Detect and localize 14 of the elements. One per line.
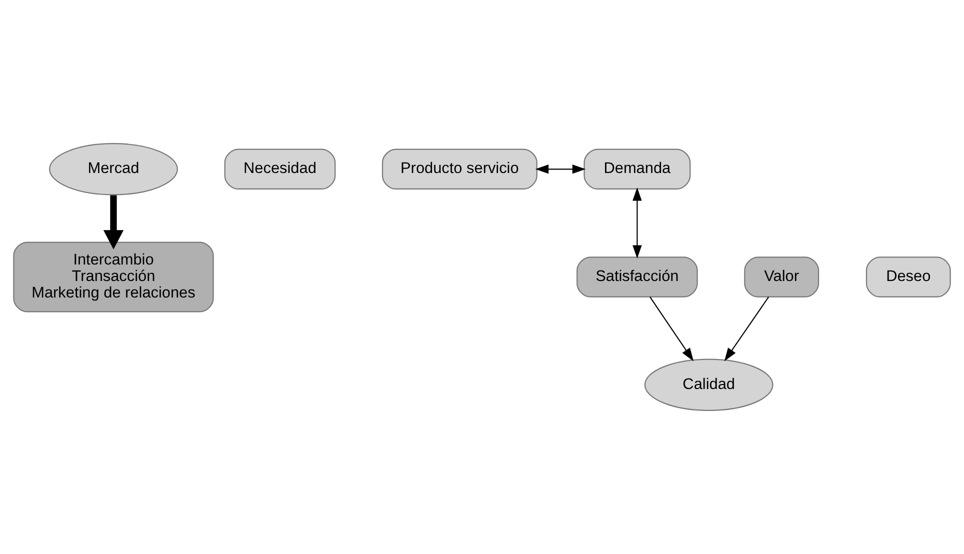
node-ellipse: Calidad: [644, 358, 774, 411]
arrow: [103, 195, 124, 250]
node-box: Necesidad: [224, 148, 336, 190]
node-ellipse: Mercad: [49, 143, 178, 196]
node-box: Satisfacción: [576, 256, 698, 298]
node-box: Producto servicio: [382, 148, 538, 190]
node-box: Deseo: [866, 256, 951, 298]
node-box: Demanda: [584, 148, 691, 190]
arrow: [724, 296, 770, 362]
arrow: [535, 164, 586, 174]
node-box: Valor: [744, 256, 820, 298]
arrow: [650, 296, 694, 362]
arrow: [632, 187, 642, 258]
node-box: Intercambio Transacción Marketing de relaciones: [13, 242, 214, 312]
